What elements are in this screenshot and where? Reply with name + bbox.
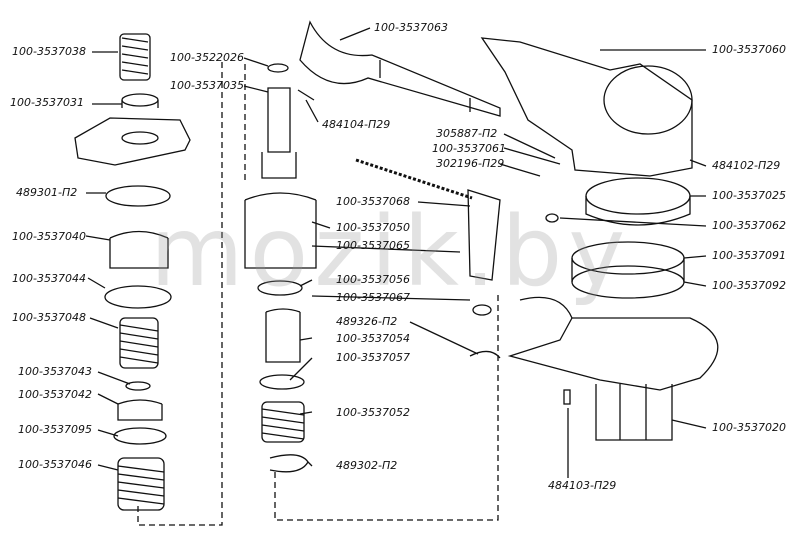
spring-middle <box>119 317 159 369</box>
part-label: 100-3537043 <box>18 365 92 378</box>
part-label: 100-3537042 <box>18 388 92 401</box>
part-label: 100-3537054 <box>336 332 410 345</box>
part-label: 100-3537031 <box>10 96 84 109</box>
assembly-line-right <box>274 295 499 521</box>
part-label: 100-3537057 <box>336 351 410 364</box>
part-label: 100-3537068 <box>336 195 410 208</box>
part-label: 302196-П29 <box>436 157 505 170</box>
pin <box>267 87 291 153</box>
part-label: 484102-П29 <box>712 159 781 172</box>
assembly-line-left <box>137 62 223 526</box>
part-label: 100-3537060 <box>712 43 786 56</box>
part-label: 100-3537044 <box>12 272 86 285</box>
part-label: 100-3537048 <box>12 311 86 324</box>
snap-ring <box>105 185 171 207</box>
part-label: 305887-П2 <box>436 127 498 140</box>
part-label: 100-3537065 <box>336 239 410 252</box>
retaining-ring <box>269 454 309 473</box>
thrust-ring <box>104 285 172 309</box>
part-label: 484104-П29 <box>322 118 391 131</box>
part-label: 100-3537062 <box>712 219 786 232</box>
part-label: 100-3537020 <box>712 421 786 434</box>
part-label: 100-3537040 <box>12 230 86 243</box>
spring-valve <box>261 401 305 443</box>
part-label: 100-3537091 <box>712 249 786 262</box>
valve-body <box>244 192 317 269</box>
part-label: 100-3537038 <box>12 45 86 58</box>
lever-arm <box>467 189 501 281</box>
plate <box>74 117 191 166</box>
watermark: mozik.by <box>150 196 632 308</box>
part-label: 484103-П29 <box>548 479 617 492</box>
part-label: 100-3537046 <box>18 458 92 471</box>
handle-lever <box>299 20 501 117</box>
part-label: 100-3537052 <box>336 406 410 419</box>
part-label: 100-3537025 <box>712 189 786 202</box>
part-label: 100-3522026 <box>170 51 244 64</box>
spring-seat <box>121 93 159 107</box>
part-label: 100-3537095 <box>18 423 92 436</box>
part-label: 100-3537035 <box>170 79 244 92</box>
spring-bottom <box>117 457 165 511</box>
part-label: 100-3537061 <box>432 142 506 155</box>
part-label: 100-3537063 <box>374 21 448 34</box>
part-label: 100-3537092 <box>712 279 786 292</box>
housing <box>480 37 693 177</box>
base-posts <box>595 384 673 441</box>
base-flange <box>507 317 719 391</box>
cap <box>117 399 163 421</box>
part-label: 100-3537050 <box>336 221 410 234</box>
part-label: 489302-П2 <box>336 459 398 472</box>
part-label: 489301-П2 <box>16 186 78 199</box>
spring-top <box>119 33 151 81</box>
part-label: 100-3537056 <box>336 273 410 286</box>
part-label: 100-3537067 <box>336 291 410 304</box>
stem <box>265 308 301 363</box>
part-label: 489326-П2 <box>336 315 398 328</box>
bushing <box>109 230 169 269</box>
